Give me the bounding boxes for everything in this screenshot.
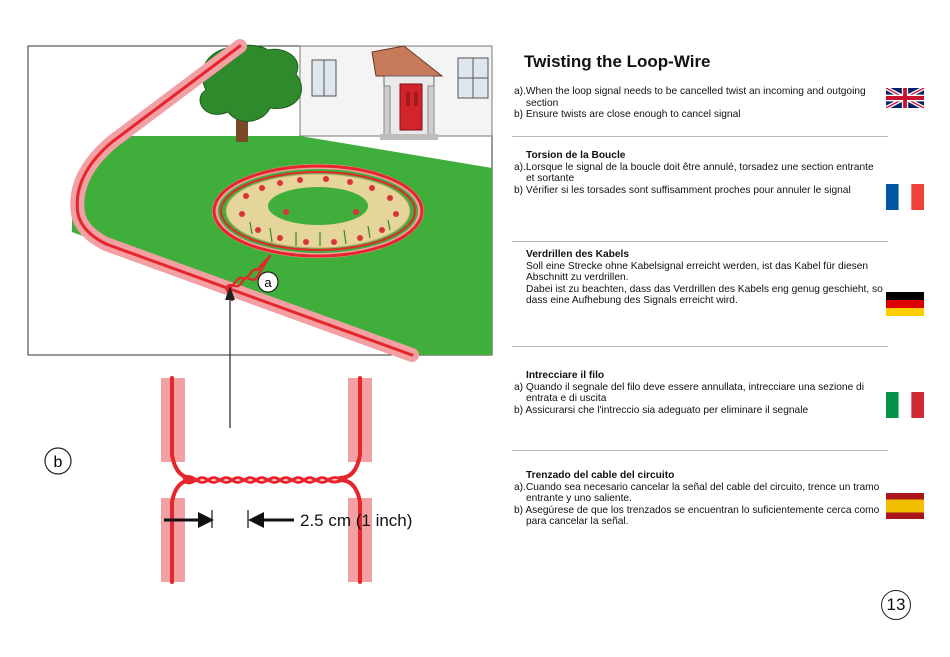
uk-flag-icon (886, 88, 924, 108)
measurement-arrows (164, 510, 294, 528)
label-b-circle (44, 447, 72, 475)
section-line: b) Ensure twists are close enough to can… (514, 109, 741, 121)
section-line: a).Cuando sea necesario cancelar la seña… (514, 481, 883, 505)
flower-bed (212, 164, 424, 258)
label-a-circle (257, 271, 279, 293)
section-heading: Torsion de la Boucle (526, 150, 626, 161)
section-line: a).When the loop signal needs to be canc… (514, 86, 869, 109)
section-english: a).When the loop signal needs to be canc… (514, 86, 884, 121)
section-italian: Intrecciare il filo a) Quando il segnale… (514, 370, 884, 416)
france-flag-icon (886, 184, 924, 210)
spain-flag-icon (886, 493, 924, 519)
divider (512, 241, 888, 242)
label-a: a (264, 275, 272, 290)
boundary-wire (70, 39, 424, 362)
page-title: Twisting the Loop-Wire (524, 52, 711, 71)
section-heading: Intrecciare il filo (526, 370, 605, 381)
house (299, 45, 493, 140)
section-german: Verdrillen des Kabels Soll eine Strecke … (514, 249, 884, 307)
section-line: b) Asegúrese de que los trenzados se enc… (514, 504, 883, 528)
section-line: Soll eine Strecke ohne Kabelsignal errei… (526, 260, 869, 284)
divider (512, 346, 888, 347)
section-line: b) Assicurarsi che l'intreccio sia adegu… (514, 404, 809, 416)
pointer-arrow (225, 286, 235, 428)
section-line: a) Quando il segnale del filo deve esser… (514, 381, 867, 405)
section-heading: Verdrillen des Kabels (526, 249, 630, 260)
garden-scene: a (27, 39, 493, 362)
section-french: Torsion de la Boucle a).Lorsque le signa… (514, 150, 884, 196)
label-b: b (54, 454, 63, 471)
loop-wire-illustration: a 2.5 cm (1 inch) b (27, 39, 493, 584)
germany-flag-icon (886, 292, 924, 316)
section-spanish: Trenzado del cable del circuito a).Cuand… (514, 470, 884, 528)
twist-detail: 2.5 cm (1 inch) (161, 376, 412, 584)
divider (512, 450, 888, 451)
section-line: Dabei ist zu beachten, dass das Verdrill… (526, 283, 883, 307)
section-heading: Trenzado del cable del circuito (526, 470, 675, 481)
section-line: b) Vérifier si les torsades sont suffisa… (514, 184, 851, 196)
italy-flag-icon (886, 392, 924, 418)
divider (512, 136, 888, 137)
measurement-label: 2.5 cm (1 inch) (300, 511, 412, 530)
page-number: 13 (881, 590, 911, 620)
section-line: a).Lorsque le signal de la boucle doit ê… (514, 161, 877, 185)
